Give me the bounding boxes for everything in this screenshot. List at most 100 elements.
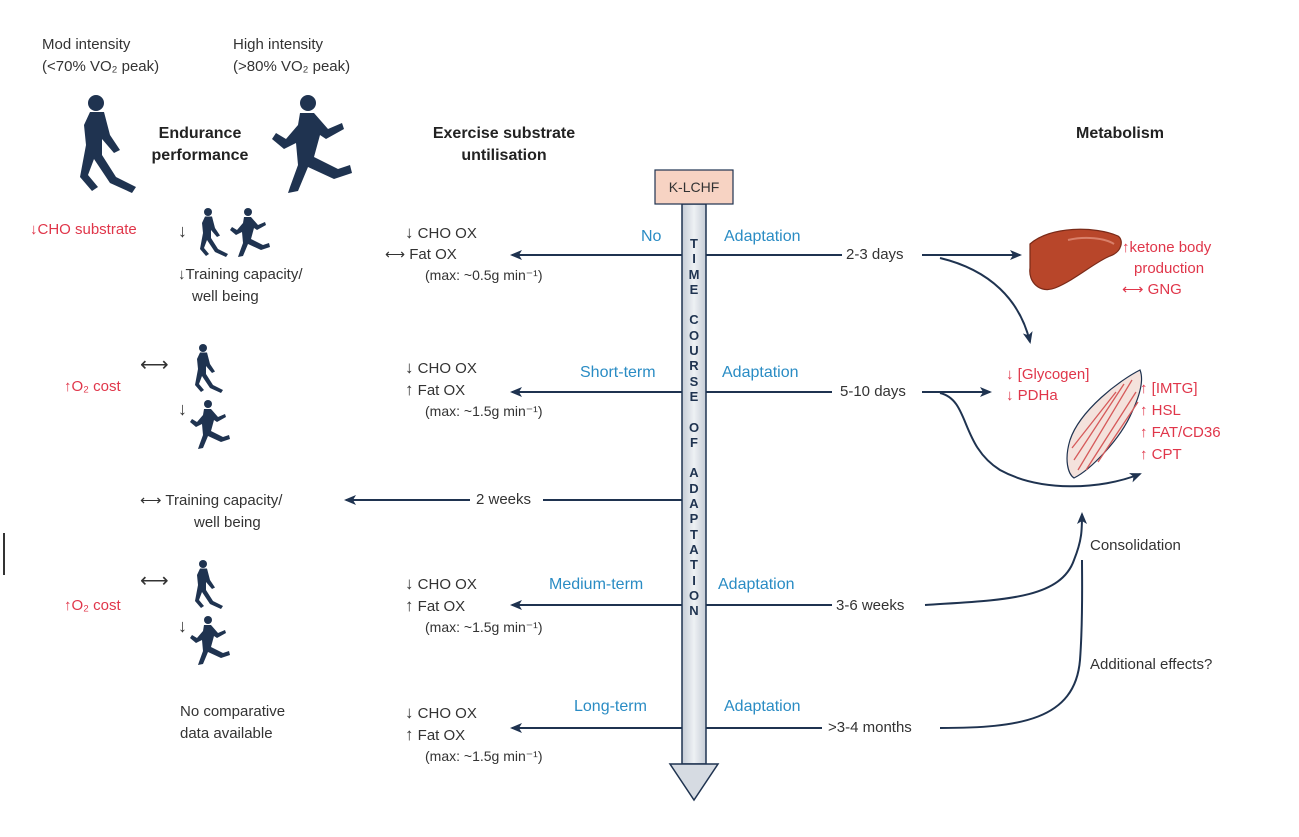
timeline-letter: O	[688, 587, 700, 603]
training-capacity-1-line2: well being	[192, 288, 259, 305]
performance-arrow-down-1: ↓	[178, 221, 187, 241]
adaptation-label-2: Adaptation	[722, 364, 799, 381]
timeline-letter: S	[689, 373, 699, 389]
adaptation-label-3: Adaptation	[718, 576, 795, 593]
timeline-letter: A	[689, 465, 699, 481]
fat-ox-3: Fat OX	[417, 598, 466, 615]
timeline-letter: T	[690, 557, 698, 573]
cho-substrate-label: ↓CHO substrate	[30, 221, 137, 238]
timeline-letter: E	[689, 281, 699, 297]
timeline-bar	[654, 169, 734, 802]
training-capacity-2: ⟷ Training capacity/ well being	[140, 490, 282, 534]
curve-additional	[939, 559, 1084, 729]
klchf-label: K-LCHF	[668, 179, 720, 195]
timeline-letter: P	[689, 511, 699, 527]
no-data-line1: No comparative	[180, 703, 286, 720]
exercise-substrate-heading: Exercise substrate untilisation	[414, 123, 594, 167]
substrate-block-3: ↓ CHO OX ↑ Fat OX (max: ~1.5g min⁻¹)	[405, 573, 542, 638]
runner-moderate-small-icon-2	[195, 560, 223, 609]
cpt-label: ↑ CPT	[1140, 446, 1182, 463]
high-intensity-line2: (>80% VO₂ peak)	[233, 58, 351, 75]
liver-icon	[1029, 228, 1122, 291]
timeline-letter: O	[688, 327, 700, 343]
curve-to-muscle	[939, 392, 1142, 488]
substrate-block-4: ↓ CHO OX ↑ Fat OX (max: ~1.5g min⁻¹)	[405, 702, 542, 767]
training-capacity-1-line1: ↓Training capacity/	[178, 266, 303, 283]
timeline-letter: I	[692, 572, 696, 588]
timeline-letter: E	[689, 388, 699, 404]
muscle-effects: ↑ [IMTG] ↑ HSL ↑ FAT/CD36 ↑ CPT	[1140, 378, 1221, 466]
muscle-icon	[1066, 369, 1143, 479]
endurance-heading-line1: Endurance	[158, 125, 242, 142]
training-capacity-2-line2: well being	[194, 514, 261, 531]
substrate-arrow-3a: ↓	[405, 574, 414, 593]
curve-consolidation	[924, 512, 1087, 606]
substrate-arrow-2b: ↑	[405, 380, 414, 399]
metabolism-heading: Metabolism	[1075, 125, 1164, 142]
performance-arrow-down-3: ↓	[178, 616, 187, 636]
fat-ox-4: Fat OX	[417, 727, 466, 744]
no-data-line2: data available	[180, 725, 273, 742]
training-capacity-2-line1: ⟷ Training capacity/	[140, 492, 283, 509]
duration-2-weeks: 2 weeks	[476, 491, 532, 508]
fat-ox-2: Fat OX	[417, 382, 466, 399]
timeline-letter: M	[688, 266, 700, 282]
timeline-letter: R	[689, 358, 699, 374]
substrate-arrow-4b: ↑	[405, 725, 414, 744]
training-capacity-1: ↓Training capacity/ well being	[178, 264, 303, 308]
endurance-performance-heading: Endurance performance	[140, 123, 260, 167]
cho-ox-4: CHO OX	[417, 705, 477, 722]
timeline-letter	[682, 297, 706, 312]
stage-short-term-label: Short-term	[580, 364, 656, 381]
hsl-label: ↑ HSL	[1140, 402, 1181, 419]
performance-arrow-both-2: ⟷	[140, 570, 169, 592]
substrate-arrow-1b: ⟷	[385, 246, 406, 262]
stage-no-label: No	[641, 228, 662, 245]
runner-moderate-icon	[80, 95, 136, 193]
pdha-label: ↓ PDHa	[1006, 387, 1058, 404]
timeline-letter: T	[690, 526, 698, 542]
o2-cost-label-1: ↑O₂ cost	[64, 378, 121, 395]
gng-label: ⟷ GNG	[1122, 281, 1182, 298]
timeline-letter: A	[689, 496, 699, 512]
substrate-heading-line2: untilisation	[461, 147, 547, 164]
curve-to-glycogen	[939, 257, 1033, 344]
timeline-letter: C	[689, 312, 699, 328]
endurance-heading-line2: performance	[151, 147, 249, 164]
runner-high-small-icon-1	[190, 400, 230, 449]
no-comparative-data: No comparative data available	[180, 701, 285, 745]
substrate-arrow-2a: ↓	[405, 358, 414, 377]
stage-long-term-label: Long-term	[574, 698, 647, 715]
runner-pair-icon-1	[200, 208, 270, 257]
duration-3-6-weeks: 3-6 weeks	[836, 597, 905, 614]
timeline-letter: N	[689, 603, 699, 619]
substrate-block-2: ↓ CHO OX ↑ Fat OX (max: ~1.5g min⁻¹)	[405, 357, 542, 422]
consolidation-label: Consolidation	[1090, 537, 1181, 554]
adaptation-label-4: Adaptation	[724, 698, 801, 715]
performance-arrow-both-1: ⟷	[140, 354, 169, 376]
ketone-body-label: ↑ketone body	[1122, 239, 1212, 256]
duration-5-10-days: 5-10 days	[840, 383, 906, 400]
substrate-heading-line1: Exercise substrate	[432, 125, 576, 142]
production-label: production	[1134, 260, 1205, 277]
substrate-block-1: ↓ CHO OX ⟷ Fat OX (max: ~0.5g min⁻¹)	[385, 222, 542, 286]
cho-ox-2: CHO OX	[417, 360, 477, 377]
high-intensity-label: High intensity (>80% VO₂ peak)	[233, 36, 350, 76]
fat-max-4: (max: ~1.5g min⁻¹)	[425, 748, 543, 764]
additional-effects-label: Additional effects?	[1090, 656, 1213, 673]
runner-high-intensity-icon	[272, 95, 352, 193]
row-arrows	[344, 250, 1142, 733]
fat-max-1: (max: ~0.5g min⁻¹)	[425, 267, 543, 283]
substrate-arrow-4a: ↓	[405, 703, 414, 722]
fat-max-3: (max: ~1.5g min⁻¹)	[425, 619, 543, 635]
timeline-letter: U	[689, 343, 699, 359]
mod-intensity-line2: (<70% VO₂ peak)	[42, 58, 160, 75]
timeline-letter: A	[689, 541, 699, 557]
timeline-letter: D	[689, 480, 699, 496]
imtg-label: ↑ [IMTG]	[1140, 380, 1198, 397]
o2-cost-label-2: ↑O₂ cost	[64, 597, 121, 614]
cho-ox-3: CHO OX	[417, 576, 477, 593]
timeline-letter	[682, 404, 706, 419]
